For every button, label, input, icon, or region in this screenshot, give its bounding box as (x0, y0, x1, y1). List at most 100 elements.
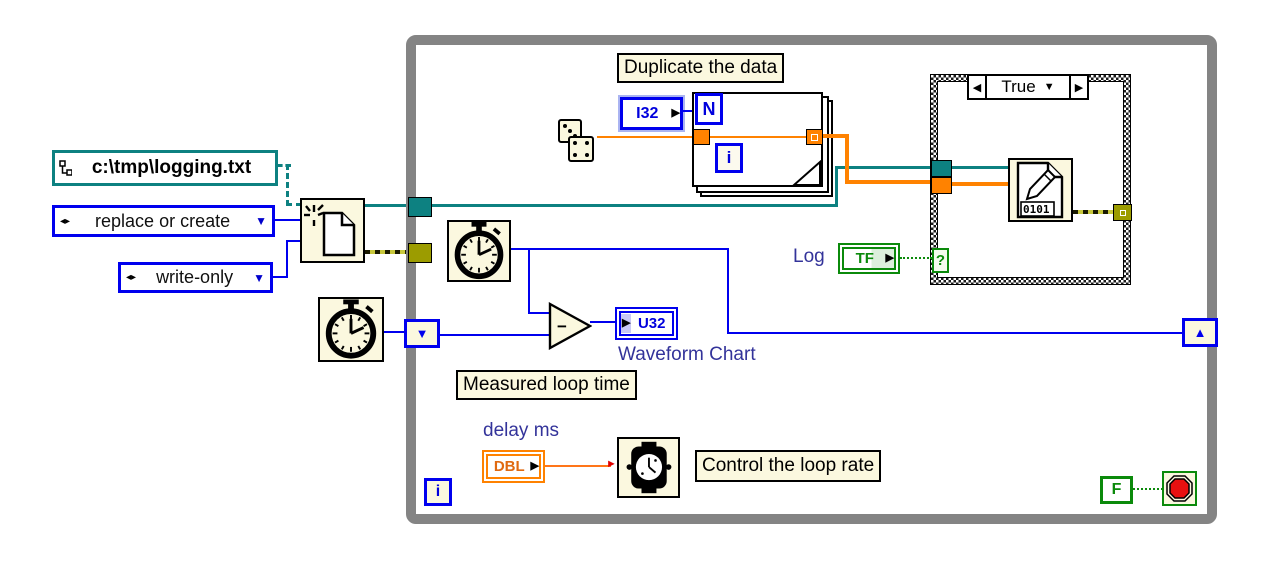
case-selector-terminal[interactable]: ? (932, 248, 949, 273)
tick-count-node-inner[interactable] (447, 220, 511, 282)
wire-access-h (273, 276, 288, 278)
wire-case-refnum (952, 166, 1008, 169)
shift-register-up-icon: ▲ (1193, 325, 1207, 340)
page-curl-icon (791, 160, 821, 186)
case-prev-icon[interactable]: ◀ (969, 76, 987, 98)
while-iteration-terminal[interactable]: i (424, 478, 452, 506)
wire-error-out (365, 250, 410, 254)
enum-spinner-icon: ◂▸ (60, 215, 71, 227)
control-loop-rate-text: Control the loop rate (702, 455, 875, 476)
wire-for-inside (710, 136, 806, 138)
operation-enum-constant[interactable]: ◂▸ replace or create ▼ (52, 205, 275, 237)
u32-text: U32 (637, 315, 666, 332)
tunnel-refnum[interactable] (408, 197, 432, 217)
input-arrow-icon: ▶ (621, 314, 632, 333)
for-loop-count-terminal[interactable]: N (695, 93, 723, 125)
wire-access-v (286, 240, 288, 278)
tunnel-error[interactable] (408, 243, 432, 263)
waveform-chart-label: Waveform Chart (618, 344, 756, 365)
for-loop-iteration-terminal[interactable]: i (715, 143, 743, 173)
random-number-node[interactable] (557, 114, 597, 164)
wire-shift-to-sub (440, 334, 550, 336)
delay-dbl-control[interactable]: DBL ▶ (482, 450, 545, 483)
waveform-chart-terminal[interactable]: ▶ U32 (615, 307, 678, 340)
wire-arrow-icon: ► (606, 458, 617, 470)
shift-register-right[interactable]: ▲ (1182, 318, 1218, 347)
delay-ms-label: delay ms (483, 420, 560, 441)
auto-index-icon (811, 133, 818, 141)
minus-sign: − (557, 317, 567, 336)
write-binary-file-node[interactable]: 0101 (1008, 158, 1073, 222)
enum-dropdown-icon[interactable]: ▼ (255, 214, 267, 228)
wire-case-error (1073, 210, 1115, 214)
shift-register-left[interactable]: ▼ (404, 319, 440, 348)
loop-condition-terminal[interactable] (1162, 471, 1197, 506)
measured-loop-time-text: Measured loop time (463, 374, 630, 395)
i32-constant[interactable]: I32 ▶ (618, 95, 685, 132)
wire-tick-v (727, 248, 729, 334)
operation-enum-value: replace or create (95, 210, 231, 231)
access-enum-value: write-only (156, 267, 234, 287)
wire-tick-branch-v (528, 248, 530, 314)
wire-tick-h (511, 248, 729, 250)
tf-text: TF (855, 250, 874, 267)
output-arrow-icon: ▶ (671, 107, 680, 119)
wire-operation (275, 219, 300, 221)
duplicate-data-text: Duplicate the data (624, 57, 778, 78)
binary-code-text: 0101 (1023, 203, 1050, 216)
case-selector-label[interactable]: ◀ True ▼ ▶ (967, 74, 1089, 100)
case-tunnel-data[interactable] (931, 177, 952, 194)
wire-delay (545, 465, 611, 467)
dbl-text: DBL (493, 458, 525, 475)
tick-count-node-outer[interactable] (318, 297, 384, 362)
i32-text: I32 (636, 104, 659, 122)
case-error-tunnel[interactable] (1113, 204, 1132, 221)
enum-dropdown-icon[interactable]: ▼ (253, 270, 265, 285)
file-path-constant[interactable]: c:\tmp\logging.txt (52, 150, 278, 186)
wire-access-h2 (286, 240, 300, 242)
output-arrow-icon: ▶ (885, 252, 894, 264)
stop-sign-icon (1166, 475, 1193, 502)
duplicate-data-label: Duplicate the data (617, 53, 785, 83)
for-loop-indexing-tunnel[interactable] (806, 129, 823, 145)
wire-tick-outside (384, 331, 406, 333)
wire-log (900, 257, 932, 259)
wire-refnum-out (365, 204, 410, 207)
n-text: N (702, 98, 716, 119)
wire-random-out (597, 136, 693, 138)
open-create-replace-file-node[interactable] (300, 198, 365, 263)
for-i-text: i (726, 148, 732, 167)
case-tunnel-refnum[interactable] (931, 160, 952, 177)
path-datatype-icon (59, 159, 72, 176)
subtract-icon: − (548, 301, 593, 351)
wire-sub-top-in (528, 312, 550, 314)
wire-array-h1 (823, 134, 849, 138)
while-loop[interactable] (406, 35, 1217, 524)
access-enum-constant[interactable]: ◂▸ write-only ▼ (118, 262, 273, 293)
stopwatch-icon (449, 222, 509, 280)
wire-refnum-up (835, 166, 838, 207)
open-file-icon (304, 204, 356, 257)
wire-to-shift-right (727, 332, 1184, 334)
case-dropdown-icon[interactable]: ▼ (1043, 81, 1055, 93)
wire-path-h2 (286, 203, 302, 206)
wait-ms-node[interactable] (617, 437, 680, 498)
subtract-node[interactable]: − (548, 301, 593, 351)
log-boolean-control[interactable]: TF ▶ (838, 243, 900, 274)
wristwatch-icon (626, 441, 672, 494)
false-constant[interactable]: F (1100, 476, 1133, 504)
write-file-icon: 0101 (1016, 161, 1064, 219)
enum-spinner-icon: ◂▸ (126, 272, 137, 283)
dice-icon (558, 119, 594, 162)
control-loop-rate-label: Control the loop rate (695, 450, 882, 482)
f-text: F (1111, 481, 1122, 498)
case-next-icon[interactable]: ▶ (1069, 76, 1087, 98)
file-path-value: c:\tmp\logging.txt (91, 157, 252, 178)
wire-array-v (845, 134, 849, 184)
measured-loop-time-label: Measured loop time (456, 370, 637, 400)
case-value-text: True (1001, 77, 1036, 96)
stopwatch-icon (320, 299, 382, 360)
for-loop-input-tunnel[interactable] (693, 129, 710, 145)
default-if-unwired-icon (1119, 209, 1126, 216)
